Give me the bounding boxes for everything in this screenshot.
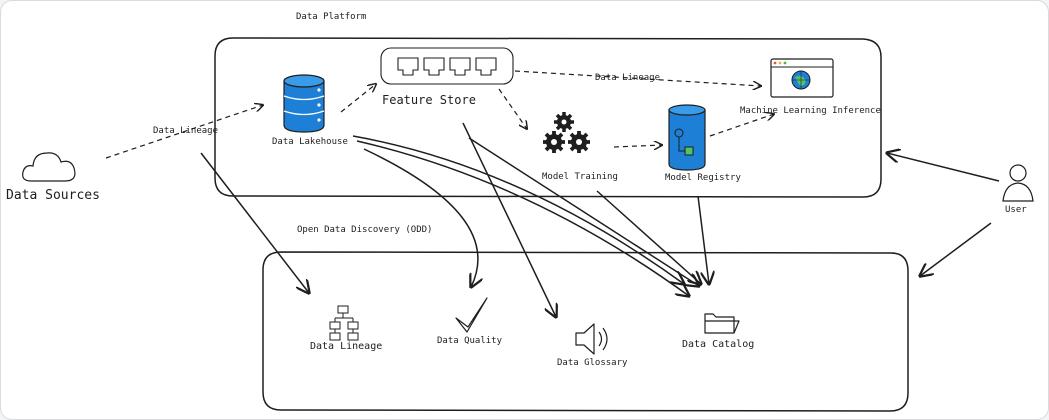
hierarchy-icon <box>329 305 359 341</box>
browser-globe-icon <box>770 58 834 98</box>
sources-lineage-edge-label: Data Lineage <box>153 126 219 136</box>
odd-data-catalog-label: Data Catalog <box>682 339 755 350</box>
odd-box <box>262 251 909 412</box>
odd-data-lineage-label: Data Lineage <box>310 341 383 352</box>
gears-icon <box>543 112 590 153</box>
odd-title: Open Data Discovery (ODD) <box>297 225 433 235</box>
model-training-label: Model Training <box>542 172 618 182</box>
cloud-icon <box>22 152 76 182</box>
arrow-training-to-registry <box>613 145 662 147</box>
database-icon <box>283 74 325 133</box>
feature-store-label: Feature Store <box>382 93 476 107</box>
odd-data-quality-label: Data Quality <box>437 336 503 346</box>
data-sources-label: Data Sources <box>6 188 100 203</box>
user-label: User <box>1005 205 1027 215</box>
arrow-registry-to-inference <box>709 114 774 137</box>
data-lakehouse-label: Data Lakehouse <box>272 137 348 147</box>
arrow-lakehouse-to-feature-store <box>340 84 376 113</box>
dashed-arrows <box>105 70 774 159</box>
arrow-user-to-odd <box>920 222 992 276</box>
arrow-lakehouse-to-catalog-b <box>356 140 689 296</box>
solid-arrows <box>200 122 1000 317</box>
arrow-lakehouse-to-quality <box>363 148 478 287</box>
feature-store-icon <box>380 47 514 85</box>
model-registry-icon <box>668 104 706 171</box>
arrow-sources-to-lakehouse <box>105 105 263 159</box>
arrow-feature-store-to-training <box>498 88 527 129</box>
arrow-training-to-catalog <box>596 190 701 284</box>
arrow-lineage-label-to-odd-lineage <box>200 152 309 293</box>
speaker-icon <box>575 323 608 355</box>
data-platform-title: Data Platform <box>296 12 367 22</box>
arrow-lakehouse-to-catalog-a <box>352 135 684 284</box>
odd-data-glossary-label: Data Glossary <box>557 358 628 368</box>
ml-inference-label: Machine Learning Inference <box>740 106 881 116</box>
model-registry-label: Model Registry <box>665 173 741 183</box>
arrow-registry-to-catalog <box>697 195 709 284</box>
checkmark-icon <box>455 297 488 333</box>
user-icon <box>1002 164 1034 202</box>
inference-lineage-edge-label: Data Lineage <box>595 73 661 83</box>
arrow-feature-store-to-catalog <box>468 137 699 286</box>
data-platform-box <box>214 37 882 198</box>
arrow-feature-store-to-glossary <box>462 122 556 317</box>
arrow-user-to-platform <box>887 153 1000 182</box>
folder-icon <box>704 313 740 334</box>
